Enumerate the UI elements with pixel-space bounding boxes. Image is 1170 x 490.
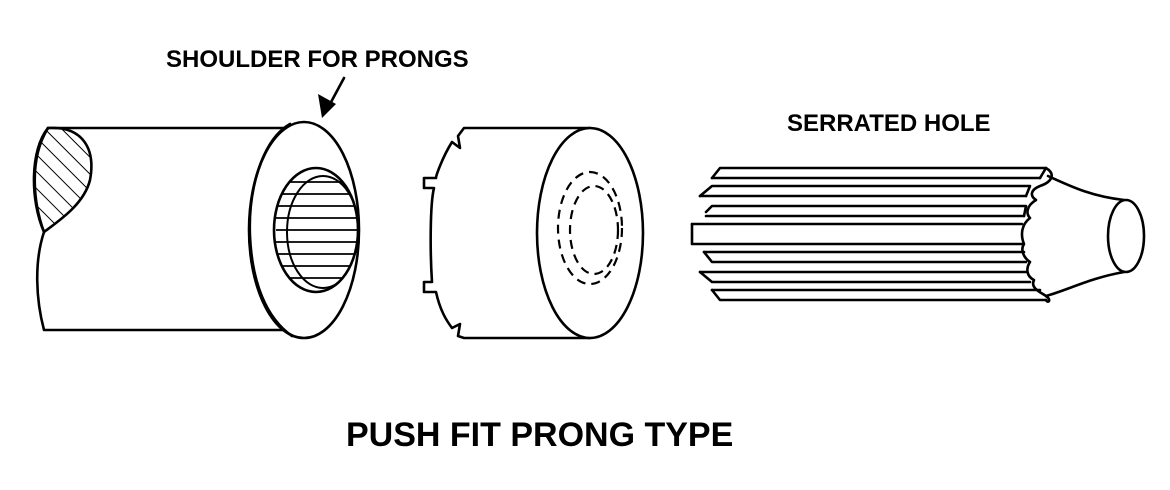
bore-serrations — [276, 175, 358, 289]
spline-end-profile — [1020, 166, 1053, 303]
prong-sleeve — [422, 126, 645, 340]
label-serrated-hole: SERRATED HOLE — [787, 110, 991, 137]
shaft-with-shoulder — [32, 76, 361, 340]
prong-sleeve-body — [422, 126, 592, 340]
diagram-title: PUSH FIT PRONG TYPE — [346, 416, 733, 454]
shaft-end-face — [1106, 198, 1146, 274]
shaft-cut-section — [33, 126, 93, 235]
serrated-shaft — [690, 166, 1146, 303]
prong-sleeve-face — [535, 126, 645, 340]
hidden-bore-inner — [568, 184, 620, 276]
spline-top — [710, 166, 1048, 180]
label-shoulder-for-prongs: SHOULDER FOR PRONGS — [166, 46, 469, 73]
hidden-bore-outer — [556, 170, 624, 286]
shoulder-arrow-icon — [318, 94, 336, 118]
shaft-neck — [1046, 174, 1126, 202]
